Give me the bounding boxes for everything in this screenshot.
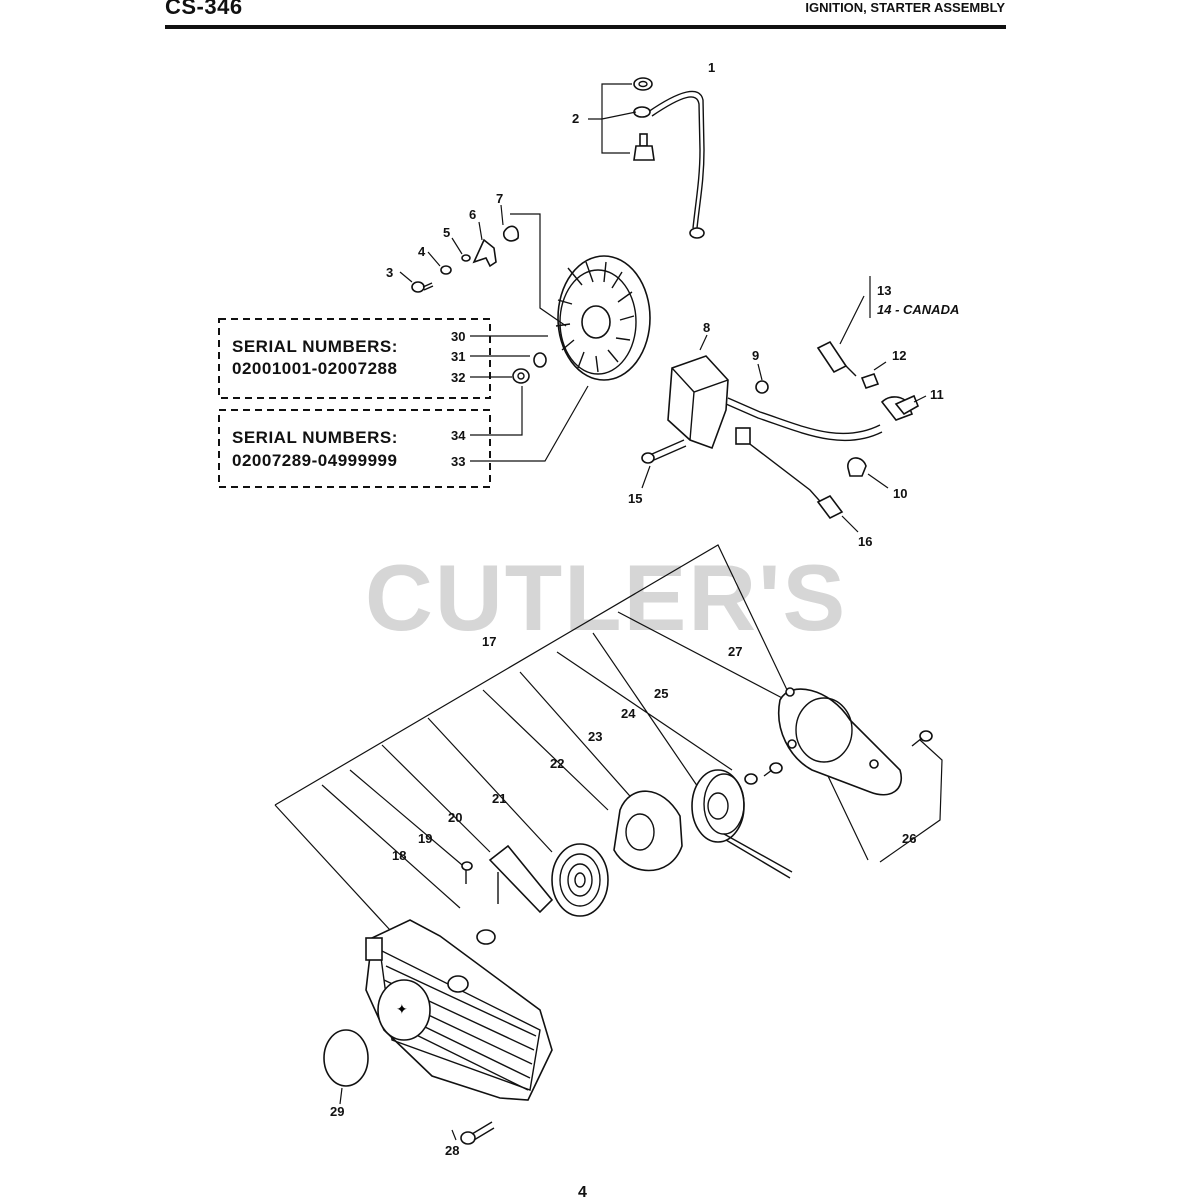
part-terminal-set bbox=[633, 77, 655, 161]
part-washer-9 bbox=[755, 380, 769, 394]
serial-box-1-range: 02001001-02007288 bbox=[232, 359, 397, 378]
serial-box-2-heading: SERIAL NUMBERS: bbox=[232, 428, 398, 447]
callout-29: 29 bbox=[330, 1104, 344, 1119]
part-ignition-coil bbox=[667, 355, 883, 509]
callout-25: 25 bbox=[654, 686, 668, 701]
callout-15: 15 bbox=[628, 491, 642, 506]
watermark: CUTLER'S bbox=[365, 545, 847, 650]
part-ground-wire bbox=[633, 90, 705, 239]
serial-box-2-range: 02007289-04999999 bbox=[232, 451, 397, 470]
part-starter-handle bbox=[488, 844, 554, 914]
callout-10: 10 bbox=[893, 486, 907, 501]
part-washer-31 bbox=[533, 352, 547, 368]
part-spring-12 bbox=[860, 373, 880, 389]
callout-12: 12 bbox=[892, 348, 906, 363]
callout-24: 24 bbox=[621, 706, 636, 721]
callout-9: 9 bbox=[752, 348, 759, 363]
part-plug-boot-11 bbox=[880, 394, 920, 421]
part-recoil-spring bbox=[551, 843, 609, 917]
part-starter-housing: ✦ bbox=[365, 919, 553, 1101]
callout-26: 26 bbox=[902, 831, 916, 846]
part-label-disc bbox=[323, 1029, 369, 1087]
callout-20: 20 bbox=[448, 810, 462, 825]
part-screw-26 bbox=[911, 730, 933, 747]
part-pulley bbox=[691, 769, 793, 879]
callout-21: 21 bbox=[492, 791, 506, 806]
callout-28: 28 bbox=[445, 1143, 459, 1158]
callout-18: 18 bbox=[392, 848, 406, 863]
serial-box-1-heading: SERIAL NUMBERS: bbox=[232, 337, 398, 356]
part-washer-24 bbox=[744, 773, 758, 785]
callout-3: 3 bbox=[386, 265, 393, 280]
part-connector-16 bbox=[816, 494, 844, 520]
part-screw-25 bbox=[763, 762, 783, 777]
part-screw-3 bbox=[411, 281, 434, 293]
callout-13: 13 bbox=[877, 283, 891, 298]
callout-22: 22 bbox=[550, 756, 564, 771]
callout-11: 11 bbox=[930, 387, 944, 402]
callout-14: 14 - CANADA bbox=[877, 302, 959, 317]
callout-30: 30 bbox=[451, 329, 465, 344]
part-bolt-28 bbox=[460, 1121, 495, 1145]
callout-labels: 1 2 3 4 5 6 7 8 9 10 11 12 13 14 - CANAD… bbox=[330, 60, 959, 1158]
part-pawl-6 bbox=[472, 238, 497, 268]
part-screw-19 bbox=[461, 861, 473, 884]
part-spring-7 bbox=[502, 225, 520, 242]
part-spring-case bbox=[613, 790, 683, 872]
part-nut-32 bbox=[512, 368, 530, 384]
housing-logo-mark: ✦ bbox=[396, 1001, 408, 1017]
callout-2: 2 bbox=[572, 111, 579, 126]
callout-5: 5 bbox=[443, 225, 450, 240]
part-washer-5 bbox=[461, 254, 471, 262]
part-gasket-27 bbox=[778, 687, 903, 796]
part-spark-plug bbox=[816, 340, 857, 377]
callout-23: 23 bbox=[588, 729, 602, 744]
model-title: CS-346 bbox=[165, 0, 243, 19]
section-title: IGNITION, STARTER ASSEMBLY bbox=[805, 0, 1005, 15]
header-rule bbox=[165, 25, 1006, 29]
callout-27: 27 bbox=[728, 644, 742, 659]
callout-32: 32 bbox=[451, 370, 465, 385]
callout-1: 1 bbox=[708, 60, 715, 75]
part-bushing-18 bbox=[476, 929, 496, 945]
callout-19: 19 bbox=[418, 831, 432, 846]
part-bolt-15 bbox=[641, 439, 687, 464]
callout-7: 7 bbox=[496, 191, 503, 206]
callout-31: 31 bbox=[451, 349, 465, 364]
callout-16: 16 bbox=[858, 534, 872, 549]
page-number: 4 bbox=[578, 1184, 587, 1201]
callout-6: 6 bbox=[469, 207, 476, 222]
callout-34: 34 bbox=[451, 428, 466, 443]
callout-17: 17 bbox=[482, 634, 496, 649]
part-grommet-10 bbox=[847, 457, 867, 477]
part-washer-4 bbox=[440, 265, 452, 275]
callout-8: 8 bbox=[703, 320, 710, 335]
callout-4: 4 bbox=[418, 244, 426, 259]
serial-box-1: SERIAL NUMBERS: 02001001-02007288 bbox=[218, 318, 491, 399]
serial-box-2: SERIAL NUMBERS: 02007289-04999999 bbox=[218, 409, 491, 488]
part-flywheel bbox=[555, 255, 651, 381]
callout-33: 33 bbox=[451, 454, 465, 469]
